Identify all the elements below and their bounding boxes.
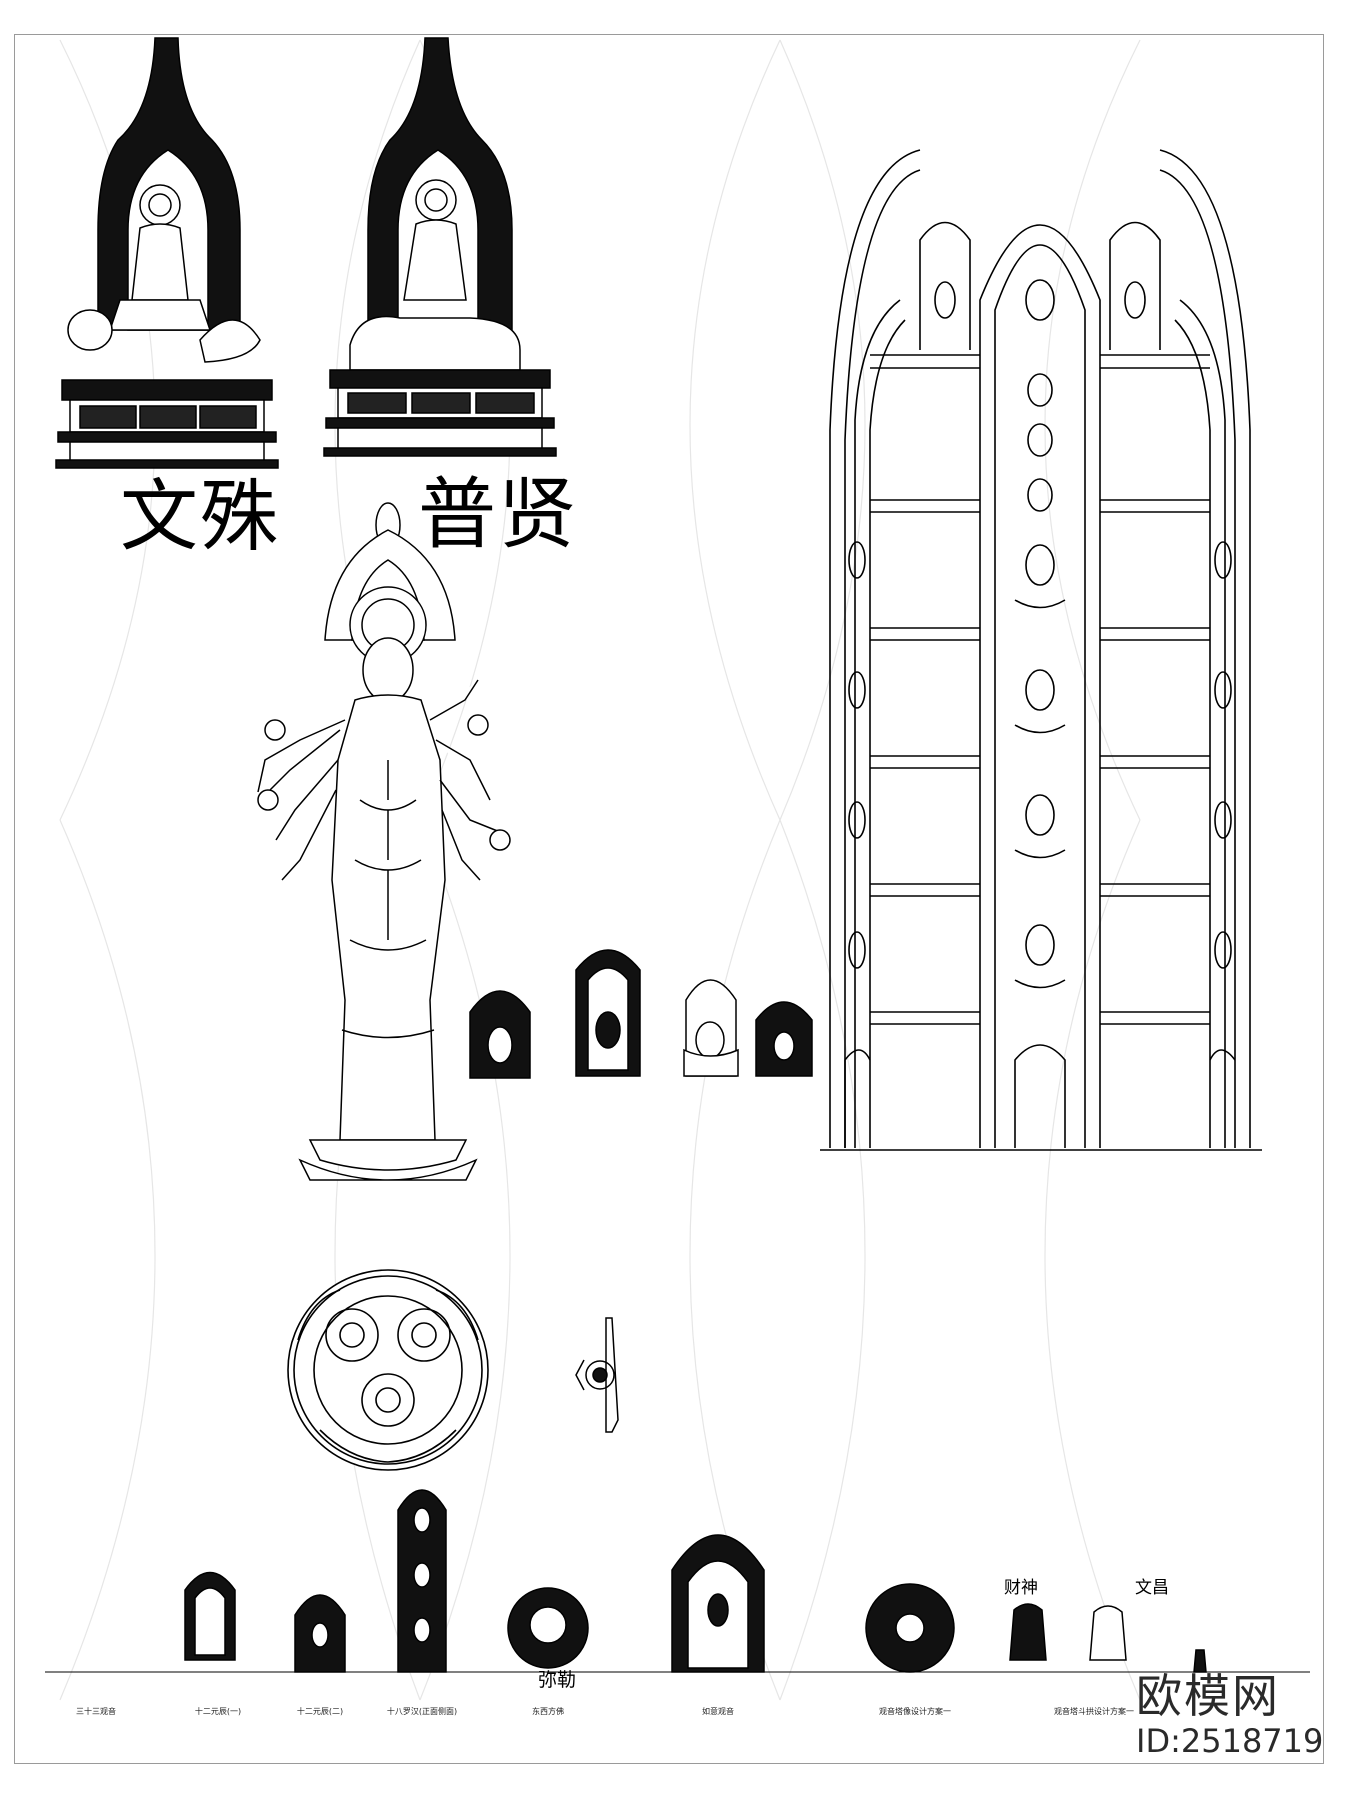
brand-id: ID:2518719 — [1136, 1722, 1324, 1760]
caption-33-guanyin: 三十三观音 — [76, 1707, 116, 1716]
caption-bracket-plan: 观音塔斗拱设计方案一 — [1054, 1707, 1134, 1716]
caption-zodiac-1: 十二元辰(一) — [194, 1707, 242, 1716]
caption-ruyi-guanyin: 如意观音 — [702, 1707, 734, 1716]
samantabhadra-label: 普贤 — [418, 470, 579, 560]
wenchang-label: 文昌 — [1135, 1578, 1169, 1598]
manjushri-statue — [55, 37, 279, 469]
caption-east-west-buddha: 东西方佛 — [532, 1707, 564, 1716]
maitreya-label: 弥勒 — [538, 1669, 577, 1691]
standing-guanyin-statue — [257, 502, 511, 1181]
manjushri-label: 文殊 — [120, 472, 281, 562]
caption-18-arhats: 十八罗汉(正面侧面) — [386, 1707, 458, 1716]
caption-pagoda-plan: 观音塔像设计方案一 — [879, 1707, 951, 1716]
guanyin-pagoda-shrine — [820, 149, 1262, 1151]
samantabhadra-statue — [323, 37, 557, 457]
caishen-label: 财神 — [1004, 1578, 1038, 1598]
caption-zodiac-2: 十二元辰(二) — [296, 1707, 344, 1716]
small-niche-buddhas — [469, 949, 813, 1079]
lotus-medallion — [287, 1269, 489, 1471]
drawing-border — [14, 34, 1324, 1764]
bottom-statue-row — [45, 1489, 1310, 1673]
side-medallion — [575, 1317, 619, 1433]
brand-logo-text: 欧模网 — [1136, 1669, 1280, 1723]
